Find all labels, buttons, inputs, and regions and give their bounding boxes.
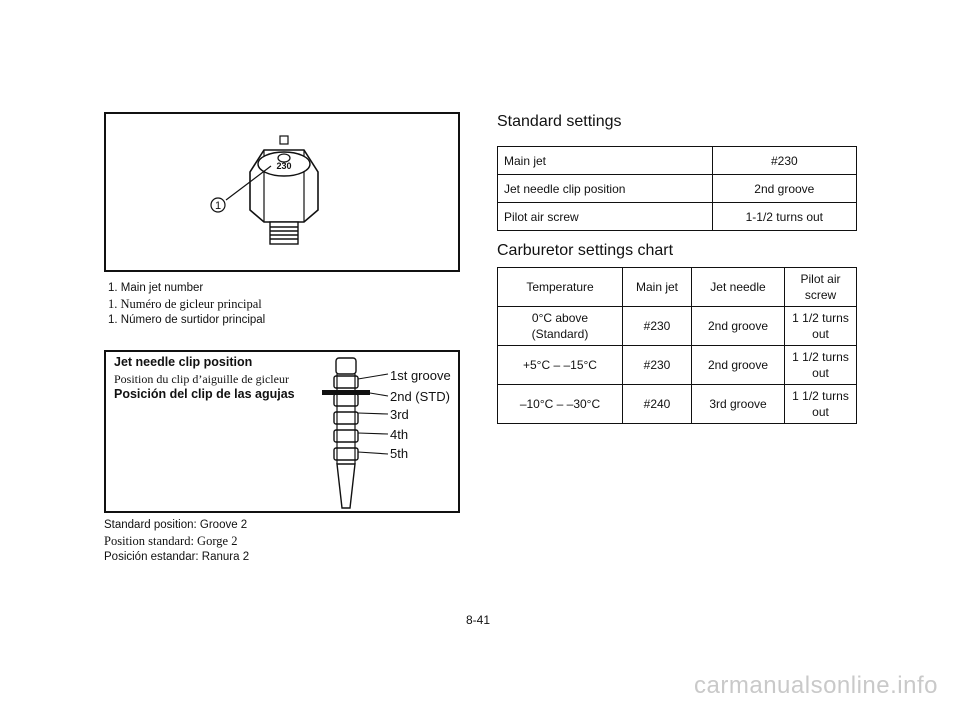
table-cell: 2nd groove	[691, 306, 785, 346]
table-cell: Main jet	[497, 146, 713, 175]
needle-title-es: Posición del clip de las agujas	[114, 387, 295, 401]
carburetor-chart-title: Carburetor settings chart	[497, 242, 674, 259]
table-cell: 1 1/2 turns out	[784, 384, 857, 424]
groove-label-5: 5th	[390, 446, 409, 461]
table-row: Main jet #230	[497, 146, 858, 175]
table-cell: 1 1/2 turns out	[784, 345, 857, 385]
table-header: Main jet	[622, 267, 692, 307]
groove-label-2: 2nd (STD)	[390, 389, 450, 404]
table-header: Pilot air screw	[784, 267, 857, 307]
table-cell: +5°C – –15°C	[497, 345, 623, 385]
table-row: –10°C – –30°C #240 3rd groove 1 1/2 turn…	[497, 384, 857, 424]
needle-caption-fr: Position standard: Gorge 2	[104, 534, 238, 548]
table-row: 0°C above (Standard) #230 2nd groove 1 1…	[497, 306, 857, 346]
table-cell: 1 1/2 turns out	[784, 306, 857, 346]
page-number: 8-41	[466, 613, 491, 627]
table-row: +5°C – –15°C #230 2nd groove 1 1/2 turns…	[497, 345, 857, 385]
caption-en: 1. Main jet number	[108, 282, 204, 294]
table-cell: 1-1/2 turns out	[711, 202, 858, 231]
table-cell: #230	[622, 306, 692, 346]
needle-title-en: Jet needle clip position	[114, 355, 253, 369]
groove-label-1: 1st groove	[390, 368, 451, 383]
table-header-row: Temperature Main jet Jet needle Pilot ai…	[497, 267, 857, 307]
table-cell: 0°C above (Standard)	[497, 306, 623, 346]
needle-caption-en: Standard position: Groove 2	[104, 519, 248, 531]
table-cell: Jet needle clip position	[497, 174, 713, 203]
groove-label-4: 4th	[390, 427, 409, 442]
jet-needle-figure: Jet needle clip position Position du cli…	[104, 350, 460, 513]
table-row: Pilot air screw 1-1/2 turns out	[497, 202, 858, 231]
main-jet-figure: 230 1	[104, 112, 460, 272]
needle-title-fr: Position du clip d’aiguille de gicleur	[114, 372, 289, 386]
table-cell: –10°C – –30°C	[497, 384, 623, 424]
main-jet-caption: 1. Main jet number 1. Numéro de gicleur …	[108, 280, 265, 328]
main-jet-illustration: 230 1	[210, 135, 319, 245]
callout-number: 1	[215, 200, 221, 212]
watermark: carmanualsonline.info	[694, 672, 938, 699]
groove-label-3: 3rd	[390, 407, 409, 422]
carburetor-settings-table: Temperature Main jet Jet needle Pilot ai…	[497, 267, 857, 424]
needle-caption-es: Posición estandar: Ranura 2	[104, 551, 250, 563]
standard-settings-title: Standard settings	[497, 113, 622, 130]
standard-settings-table: Main jet #230 Jet needle clip position 2…	[497, 146, 858, 231]
callout-circle	[210, 197, 226, 213]
needle-caption: Standard position: Groove 2 Position sta…	[104, 517, 249, 565]
needle-illustration	[322, 357, 389, 509]
table-cell: Pilot air screw	[497, 202, 713, 231]
caption-es: 1. Número de surtidor principal	[108, 314, 266, 326]
table-cell: 2nd groove	[691, 345, 785, 385]
table-cell: #230	[711, 146, 858, 175]
table-cell: 3rd groove	[691, 384, 785, 424]
caption-fr: 1. Numéro de gicleur principal	[108, 297, 262, 311]
table-cell: #240	[622, 384, 692, 424]
table-row: Jet needle clip position 2nd groove	[497, 174, 858, 203]
table-cell: #230	[622, 345, 692, 385]
table-header: Jet needle	[691, 267, 785, 307]
table-header: Temperature	[497, 267, 623, 307]
table-cell: 2nd groove	[711, 174, 858, 203]
jet-stamp: 230	[276, 161, 291, 171]
